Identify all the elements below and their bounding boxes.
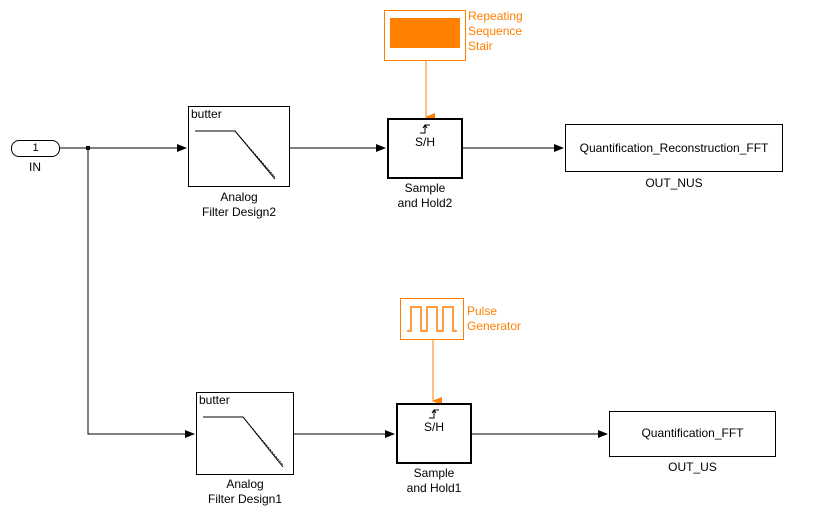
filter2-label: Analog Filter Design2 [184,190,294,220]
analog-filter-design1[interactable]: butter [196,392,294,475]
filter1-label-line2: Filter Design1 [207,492,283,506]
repeating-label-line1: Repeating [468,9,523,23]
pulse-wave-icon [407,306,457,332]
filter2-type-text: butter [191,107,222,121]
filter2-label-line2: Filter Design2 [201,205,277,219]
repeating-label-line2: Sequence [468,24,523,38]
filter1-type-text: butter [199,393,230,407]
inport-number: 1 [32,142,39,154]
filter1-label: Analog Filter Design1 [190,477,300,507]
filter2-label-line1: Analog [220,190,258,204]
sh1-label-line2: and Hold1 [406,481,462,495]
repeating-sequence-label: Repeating Sequence Stair [468,9,523,54]
outport-quantification-reconstruction-fft[interactable]: Quantification_Reconstruction_FFT [565,124,783,172]
filter1-label-line1: Analog [226,477,264,491]
trigger-rising-edge-icon [429,409,439,419]
sh1-label: Sample and Hold1 [384,466,484,496]
sh2-label-line1: Sample [404,181,446,195]
repeating-sequence-stair-block[interactable] [384,10,466,61]
wire-in-to-filter1 [87,148,195,438]
filter1-response-icon [203,416,284,468]
sh1-label-line1: Sample [413,466,455,480]
out-us-label: OUT_US [668,460,717,474]
sh2-label: Sample and Hold2 [375,181,475,211]
sample-and-hold2[interactable]: S/H [387,118,463,179]
out-us-block-text: Quantification_FFT [641,426,744,440]
out-nus-block-text: Quantification_Reconstruction_FFT [579,141,769,155]
sample-and-hold1[interactable]: S/H [396,403,472,464]
inport-label: IN [29,160,41,174]
trigger-rising-edge-icon [420,124,430,134]
repeating-label-line3: Stair [468,39,493,53]
inport-block[interactable]: 1 [11,140,60,157]
sh1-text: S/H [423,420,444,434]
sh2-label-line2: and Hold2 [397,196,453,210]
pulse-label-line1: Pulse [467,304,498,318]
repeating-sequence-fill [390,18,460,48]
pulse-generator-label: Pulse Generator [467,304,521,334]
pulse-generator-block[interactable] [400,298,464,340]
out-nus-label: OUT_NUS [645,176,703,190]
filter2-response-icon [195,130,276,180]
pulse-label-line2: Generator [467,319,522,333]
analog-filter-design2[interactable]: butter [188,106,290,187]
sh2-text: S/H [414,135,435,149]
outport-quantification-fft[interactable]: Quantification_FFT [609,411,776,457]
